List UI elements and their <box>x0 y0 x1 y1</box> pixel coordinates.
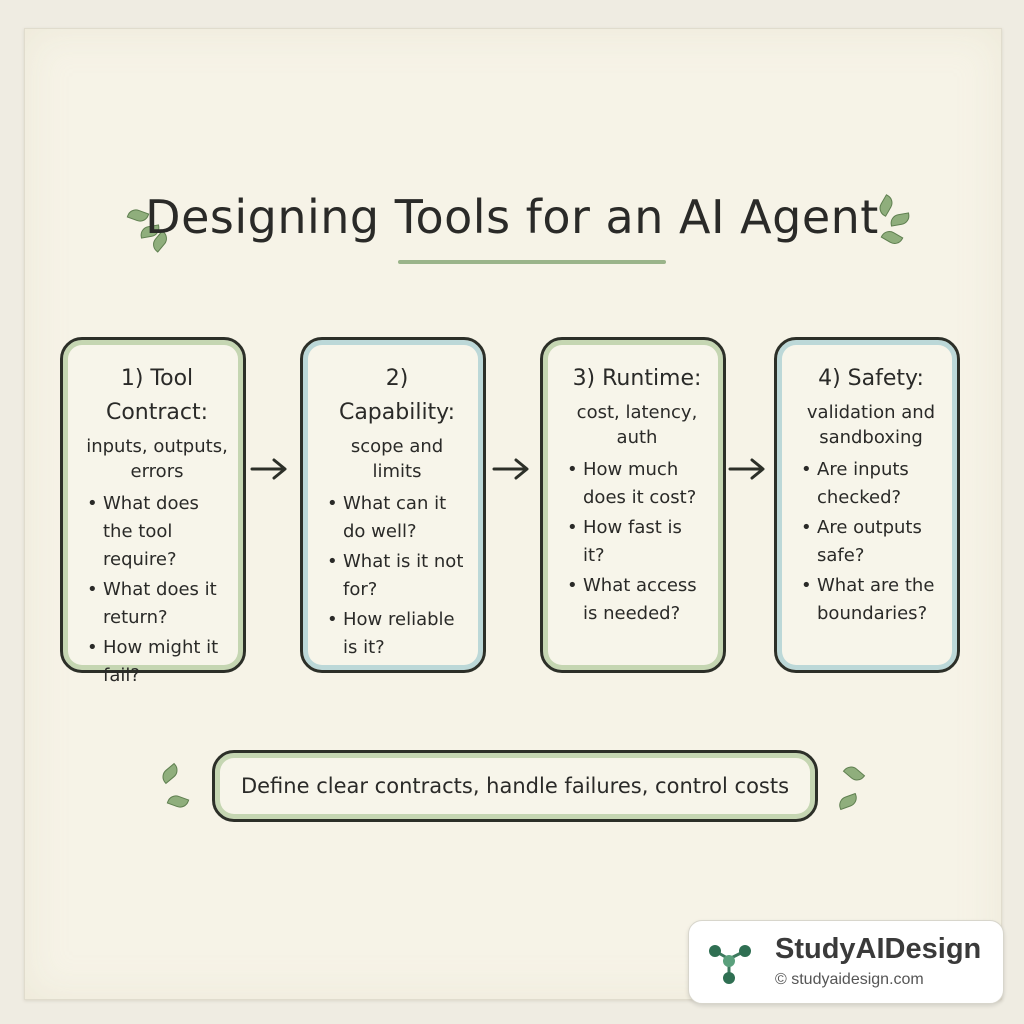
step-bullet: •How fast is it? <box>567 517 682 566</box>
page-title: Designing Tools for an AI Agent <box>145 190 879 244</box>
step-bullet: •What is it not for? <box>327 551 464 600</box>
step-bullet: •How reliable is it? <box>327 609 455 658</box>
step-box-safety: 4) Safety: validation and sandboxing •Ar… <box>774 337 960 673</box>
step-bullet: •How might it fail? <box>87 637 219 686</box>
arrow-right-icon <box>250 458 287 480</box>
step-subtitle: inputs, outputs, errors <box>86 436 228 482</box>
step-bullet: •Are outputs safe? <box>801 517 922 566</box>
step-bullet-list: •What does the tool require? •What does … <box>85 490 229 690</box>
step-bullet: •What can it do well? <box>327 493 447 542</box>
step-box-tool-contract: 1) Tool Contract: inputs, outputs, error… <box>60 337 246 686</box>
step-subtitle: scope and limits <box>350 436 444 482</box>
step-bullet-list: •What can it do well? •What is it not fo… <box>325 490 469 662</box>
arrow-right-icon <box>728 458 765 480</box>
brand-badge[interactable]: StudyAIDesign © studyaidesign.com <box>688 920 1004 1004</box>
summary-text: Define clear contracts, handle failures,… <box>240 774 790 798</box>
step-subtitle: cost, latency, auth <box>576 402 698 448</box>
step-bullet: •What does it return? <box>87 579 217 628</box>
step-subtitle: validation and sandboxing <box>806 402 936 448</box>
arrow-right-icon <box>492 458 529 480</box>
step-bullet: •Are inputs checked? <box>801 459 909 508</box>
step-title: 4) Safety: <box>818 366 924 391</box>
brand-url[interactable]: © studyaidesign.com <box>775 971 924 988</box>
step-bullet: •What are the boundaries? <box>801 575 935 624</box>
step-title: 1) Tool Contract: <box>105 366 209 425</box>
step-bullet-list: •How much does it cost? •How fast is it?… <box>565 456 709 628</box>
step-bullet: •What does the tool require? <box>87 493 199 570</box>
step-bullet: •How much does it cost? <box>567 459 697 508</box>
step-bullet: •What access is needed? <box>567 575 697 624</box>
brand-name: StudyAIDesign <box>775 933 982 965</box>
step-box-runtime: 3) Runtime: cost, latency, auth •How muc… <box>540 337 726 673</box>
title-underline <box>398 260 666 264</box>
step-box-capability: 2) Capability: scope and limits •What ca… <box>300 337 486 673</box>
summary-box: Define clear contracts, handle failures,… <box>212 750 818 822</box>
network-logo-icon <box>709 945 751 984</box>
title-container: Designing Tools for an AI Agent <box>0 182 1024 252</box>
step-title: 2) Capability: <box>338 366 456 425</box>
step-title: 3) Runtime: <box>572 366 702 391</box>
step-bullet-list: •Are inputs checked? •Are outputs safe? … <box>799 456 943 628</box>
